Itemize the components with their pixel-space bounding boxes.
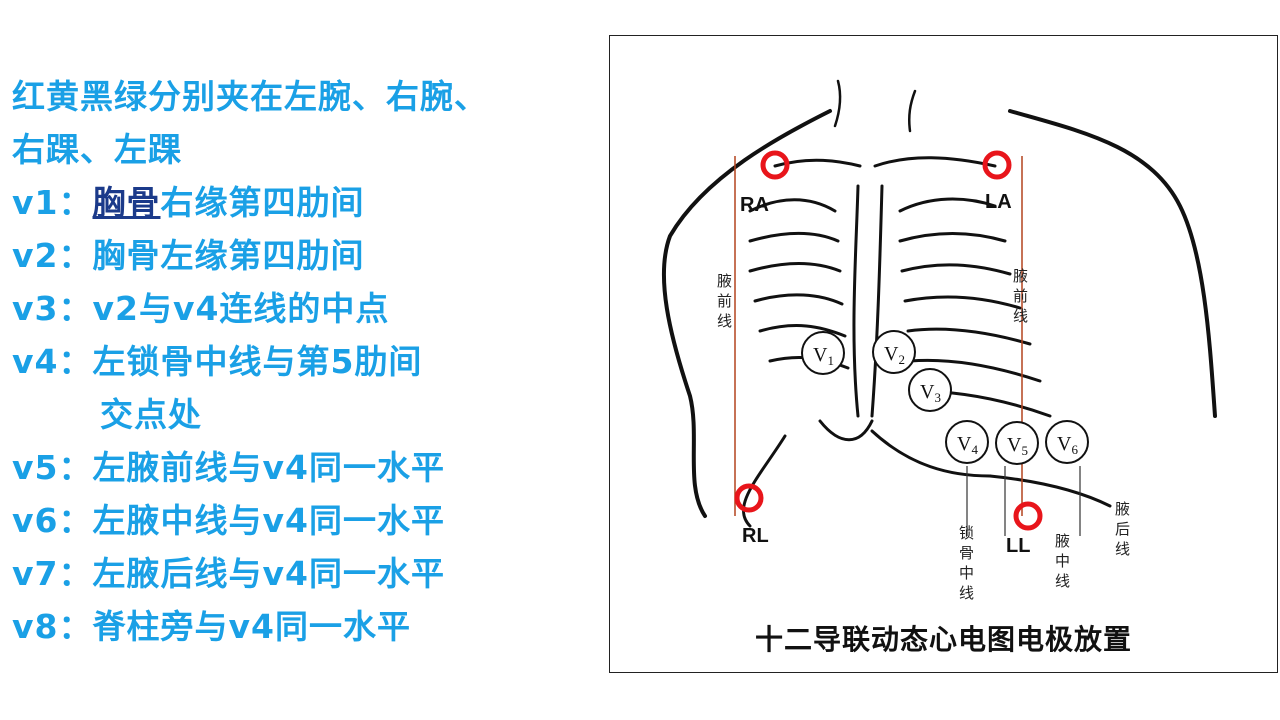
- v6-electrode: [1045, 420, 1089, 464]
- diagram-caption: 十二导联动态心电图电极放置: [754, 623, 1132, 656]
- ra-electrode: [760, 150, 790, 180]
- svg-text:线: 线: [1055, 572, 1070, 590]
- v4-label: V4: [957, 433, 978, 457]
- v1-instruction: v1：胸骨右缘第四肋间: [12, 176, 602, 229]
- svg-text:中: 中: [1055, 552, 1070, 570]
- ecg-electrode-diagram: RA LA RL LL V1 V2 V3 V4 V5 V6 腋 前 线 腋: [609, 35, 1278, 673]
- svg-text:线: 线: [959, 584, 974, 602]
- v6-instruction: v6：左腋中线与v4同一水平: [12, 501, 445, 540]
- v2-label: V2: [884, 343, 905, 367]
- v3-electrode: [908, 368, 952, 412]
- svg-text:后: 后: [1115, 520, 1130, 538]
- torso-illustration: RA LA RL LL V1 V2 V3 V4 V5 V6 腋 前 线 腋: [661, 79, 1217, 602]
- v3-label: V3: [920, 381, 941, 405]
- la-label: LA: [985, 191, 1012, 213]
- v3-instruction: v3：v2与v4连线的中点: [12, 289, 390, 328]
- v7-instruction: v7：左腋后线与v4同一水平: [12, 554, 445, 593]
- v4-electrode: [945, 420, 989, 464]
- v2-instruction: v2：胸骨左缘第四肋间: [12, 236, 365, 275]
- svg-text:线: 线: [1115, 540, 1130, 558]
- ll-label: LL: [1006, 535, 1030, 557]
- svg-text:中: 中: [959, 564, 974, 582]
- clavicle-mid-line-label: 锁 骨 中 线: [959, 524, 974, 602]
- v2-electrode: [872, 330, 916, 374]
- rl-electrode: [734, 483, 764, 513]
- svg-text:腋: 腋: [1055, 532, 1070, 550]
- v1-suffix: 右缘第四肋间: [160, 183, 365, 222]
- svg-text:腋: 腋: [717, 272, 732, 290]
- v5-electrode: [995, 421, 1039, 465]
- right-axillary-front-label: 腋 前 线: [717, 272, 732, 330]
- axillary-lines: [966, 466, 1081, 536]
- v1-electrode: [801, 331, 845, 375]
- svg-text:腋: 腋: [1115, 500, 1130, 518]
- axillary-mid-line-label: 腋 中 线: [1055, 532, 1070, 590]
- chest-lead-labels: V1 V2 V3 V4 V5 V6: [813, 343, 1078, 458]
- svg-text:骨: 骨: [959, 544, 974, 562]
- v5-instruction: v5：左腋前线与v4同一水平: [12, 448, 445, 487]
- limb-electrodes: [734, 150, 1043, 531]
- v5-label: V5: [1007, 434, 1028, 458]
- svg-text:腋: 腋: [1013, 267, 1028, 285]
- sternum-link[interactable]: 胸骨: [92, 183, 161, 222]
- ribs: [748, 197, 1052, 418]
- svg-text:线: 线: [1013, 307, 1028, 325]
- axillary-post-line-label: 腋 后 线: [1115, 500, 1130, 558]
- v6-label: V6: [1057, 433, 1078, 457]
- ll-electrode: [1013, 501, 1043, 531]
- limb-lead-note-line2: 右踝、左踝: [12, 130, 182, 169]
- ra-label: RA: [740, 194, 769, 216]
- v1-prefix: v1：: [12, 183, 93, 222]
- v8-instruction: v8：脊柱旁与v4同一水平: [12, 607, 411, 646]
- svg-text:前: 前: [1013, 287, 1028, 305]
- svg-text:线: 线: [717, 312, 732, 330]
- torso-outline: [661, 79, 1217, 528]
- svg-text:前: 前: [717, 292, 732, 310]
- limb-lead-note-line1: 红黄黑绿分别夹在左腕、右腕、: [12, 77, 488, 116]
- left-axillary-front-label: 腋 前 线: [1013, 267, 1028, 325]
- v4-instruction-cont: 交点处: [100, 395, 202, 434]
- v4-instruction: v4：左锁骨中线与第5肋间: [12, 342, 423, 381]
- svg-text:锁: 锁: [959, 524, 974, 542]
- lead-placement-instructions: 红黄黑绿分别夹在左腕、右腕、 右踝、左踝 v1：胸骨右缘第四肋间 v2：胸骨左缘…: [12, 70, 602, 653]
- reference-lines: [734, 156, 1023, 516]
- chest-lead-circles: [801, 330, 1089, 465]
- la-electrode: [982, 150, 1012, 180]
- v1-label: V1: [813, 344, 834, 368]
- rl-label: RL: [742, 525, 769, 547]
